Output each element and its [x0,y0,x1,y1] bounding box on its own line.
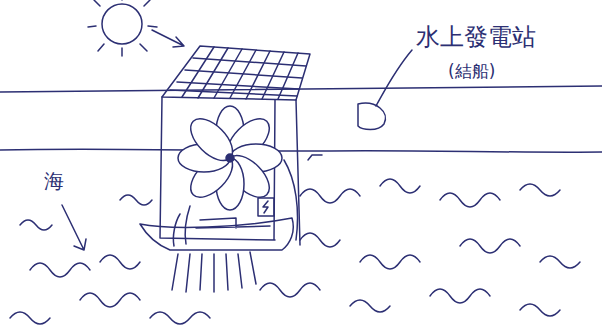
wind-fan [178,106,282,210]
callout-marker [358,103,385,129]
station-housing [160,97,300,245]
sea-line [0,149,602,152]
horizon-line [0,86,602,92]
leader-line [376,50,412,106]
sun-symbol [88,0,157,56]
sun-arrow [152,30,184,47]
boat-hull [140,160,298,250]
battery-symbol [258,198,274,216]
solar-panel [162,46,310,100]
callout-label: (結船) [448,62,495,81]
sea-arrow [62,205,86,250]
tick-mark [308,155,322,160]
callout-label: 水上發電站 [416,24,536,50]
sea-label: 海 [44,170,64,192]
water-stream [172,252,256,292]
sea-waves [10,179,580,324]
